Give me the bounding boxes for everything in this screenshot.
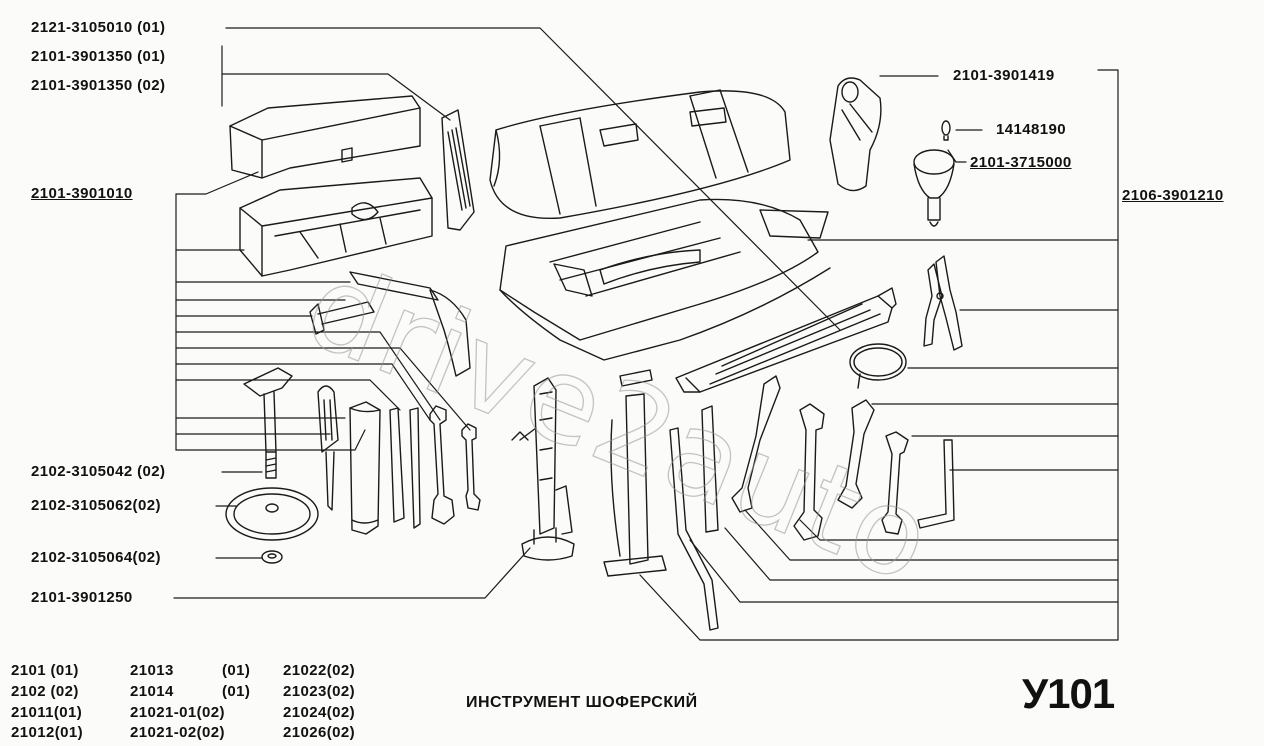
model-code: (01) [222,683,251,700]
wheel-brace-drawing [701,405,719,533]
t-wrench-drawing [309,271,471,377]
screwdriver-drawing [317,385,339,511]
part-label-tire-lever-02: 2101-3901350 (02) [31,77,166,94]
part-label-washer: 2102-3105064(02) [31,549,161,566]
inspection-lamp-drawing [913,149,955,227]
model-code: 21021-02(02) [130,724,225,741]
part-label-bulb: 14148190 [996,121,1066,138]
wrenches-left-drawing [429,405,481,525]
pump-drawing [675,287,897,393]
pump-handle-drawing [603,369,719,631]
tire-levers-drawing [441,109,475,231]
model-code: 21022(02) [283,662,355,679]
model-code: (01) [222,662,251,679]
oil-can-drawing [829,77,882,192]
part-label-inspection-lamp: 2101-3715000 [970,154,1072,171]
jack-drawing [511,377,575,561]
model-code: 21021-01(02) [130,704,225,721]
part-label-tool-set: 2106-3901210 [1122,187,1224,204]
bulb-drawing [941,120,951,141]
washer-drawing [261,550,283,564]
model-code: 21011(01) [11,704,83,721]
diagram-title: ИНСТРУМЕНТ ШОФЕРСКИЙ [466,694,698,711]
wheel-bolt-drawing [243,367,293,479]
model-code: 21026(02) [283,724,355,741]
model-code: 21014 [130,683,174,700]
leader-lines [173,27,1119,641]
part-label-jack: 2101-3901250 [31,589,133,606]
roll-bag-open-drawing [499,198,831,361]
model-code: 2101 (01) [11,662,79,679]
part-label-roll-toolbag: 2121-3105010 (01) [31,19,166,36]
cable-drawing [849,343,907,389]
wheel-cap-drawing [225,487,319,541]
diagram-code: У101 [1022,670,1115,717]
part-label-tire-lever-01: 2101-3901350 (01) [31,48,166,65]
hex-key-drawing [917,439,955,529]
part-label-tool-case: 2101-3901010 [31,185,133,202]
model-code: 21023(02) [283,683,355,700]
roll-bag-closed-drawing [489,89,791,220]
part-label-wheel-bolt: 2102-3105042 (02) [31,463,166,480]
model-code: 21013 [130,662,174,679]
model-code: 21024(02) [283,704,355,721]
part-label-wheel-cap: 2102-3105062(02) [31,497,161,514]
tool-case-drawing [229,95,433,277]
part-label-oil-can: 2101-3901419 [953,67,1055,84]
model-code: 21012(01) [11,724,83,741]
pliers-drawing [923,255,963,351]
box-spanner-drawing [349,401,421,535]
wrenches-right-drawing [731,375,909,541]
model-code: 2102 (02) [11,683,79,700]
